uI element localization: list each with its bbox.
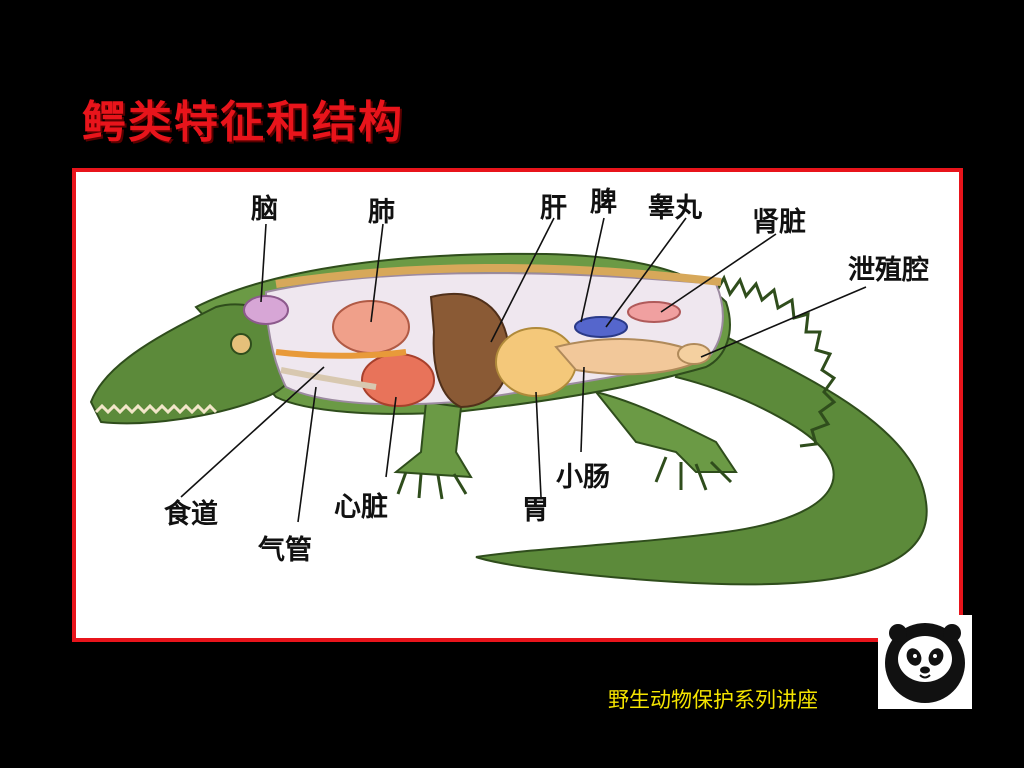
slide-title: 鳄类特征和结构 <box>82 97 404 148</box>
hind-leg <box>593 390 738 473</box>
esophagus <box>275 349 407 359</box>
cloaca <box>677 343 711 365</box>
label-esophagus: 食道 <box>164 499 218 530</box>
label-brain: 脑 <box>251 194 278 225</box>
spine <box>275 263 722 288</box>
liver <box>429 293 511 409</box>
label-testis: 睾丸 <box>648 193 702 224</box>
label-kidney: 肾脏 <box>752 207 806 238</box>
tail-scutes <box>714 274 837 448</box>
hind-foot <box>654 456 733 491</box>
jaw-teeth <box>94 403 218 415</box>
front-foot <box>396 471 468 500</box>
label-heart: 心脏 <box>334 492 388 523</box>
footer-series-title: 野生动物保护系列讲座 <box>608 688 818 712</box>
label-liver: 肝 <box>540 193 567 224</box>
leader-lines <box>180 217 867 523</box>
heart <box>361 353 435 407</box>
tail <box>475 320 928 586</box>
panda-logo <box>878 615 972 709</box>
label-lung: 肺 <box>368 197 395 228</box>
crocodile-anatomy-figure: 脑 肺 肝 脾 睾丸 肾脏 泄殖腔 食道 气管 心脏 胃 小肠 <box>72 168 963 642</box>
label-cloaca: 泄殖腔 <box>848 255 929 286</box>
panda-icon <box>885 623 965 703</box>
crocodile-illustration <box>89 217 928 586</box>
label-trachea: 气管 <box>258 535 312 566</box>
stomach <box>495 327 577 397</box>
brain <box>243 295 289 325</box>
trachea <box>280 367 377 390</box>
label-small-intestine: 小肠 <box>556 462 610 493</box>
label-spleen: 脾 <box>590 187 617 218</box>
label-stomach: 胃 <box>522 495 549 526</box>
eye <box>230 333 252 355</box>
lung <box>332 300 410 354</box>
testis <box>574 316 628 338</box>
